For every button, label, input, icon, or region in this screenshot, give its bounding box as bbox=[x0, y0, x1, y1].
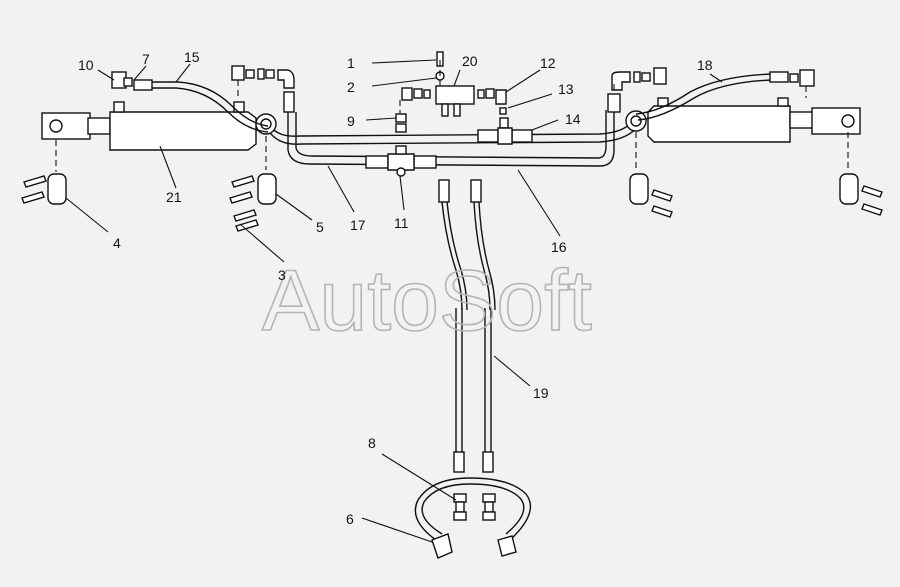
leader-lines bbox=[65, 59, 723, 543]
pins-left bbox=[21, 136, 277, 232]
callout-13: 13 bbox=[558, 81, 574, 97]
distributor-block bbox=[395, 51, 509, 133]
callout-18: 18 bbox=[697, 57, 713, 73]
callout-15: 15 bbox=[184, 49, 200, 65]
tee-14 bbox=[477, 127, 533, 145]
callout-21: 21 bbox=[166, 189, 182, 205]
hose-18 bbox=[635, 69, 815, 121]
tee-11 bbox=[365, 145, 437, 177]
callout-9: 9 bbox=[347, 113, 355, 129]
cylinder-left bbox=[41, 101, 277, 151]
callout-16: 16 bbox=[551, 239, 567, 255]
pipe-main-loop bbox=[267, 110, 639, 167]
cylinder-right bbox=[625, 97, 861, 143]
callout-10: 10 bbox=[78, 57, 94, 73]
callout-6: 6 bbox=[346, 511, 354, 527]
watermark-text: AutoSoft bbox=[262, 253, 592, 349]
callout-20: 20 bbox=[462, 53, 478, 69]
hoses-19 bbox=[438, 179, 496, 473]
bottom-loop bbox=[414, 477, 532, 559]
callout-4: 4 bbox=[113, 235, 121, 251]
callout-labels: 1 2 3 4 5 6 7 8 9 10 11 12 13 14 15 16 1… bbox=[78, 49, 713, 527]
pins-right bbox=[629, 132, 883, 218]
callout-5: 5 bbox=[316, 219, 324, 235]
fittings-left-top bbox=[231, 65, 295, 113]
callout-17: 17 bbox=[350, 217, 366, 233]
hose-15 bbox=[111, 71, 269, 133]
callout-11: 11 bbox=[394, 215, 409, 231]
callout-3: 3 bbox=[278, 267, 286, 283]
fittings-right-top bbox=[607, 67, 667, 113]
callout-2: 2 bbox=[347, 79, 355, 95]
callout-7: 7 bbox=[142, 51, 150, 67]
callout-12: 12 bbox=[540, 55, 556, 71]
callout-1: 1 bbox=[347, 55, 355, 71]
callout-8: 8 bbox=[368, 435, 376, 451]
callout-14: 14 bbox=[565, 111, 581, 127]
callout-19: 19 bbox=[533, 385, 549, 401]
